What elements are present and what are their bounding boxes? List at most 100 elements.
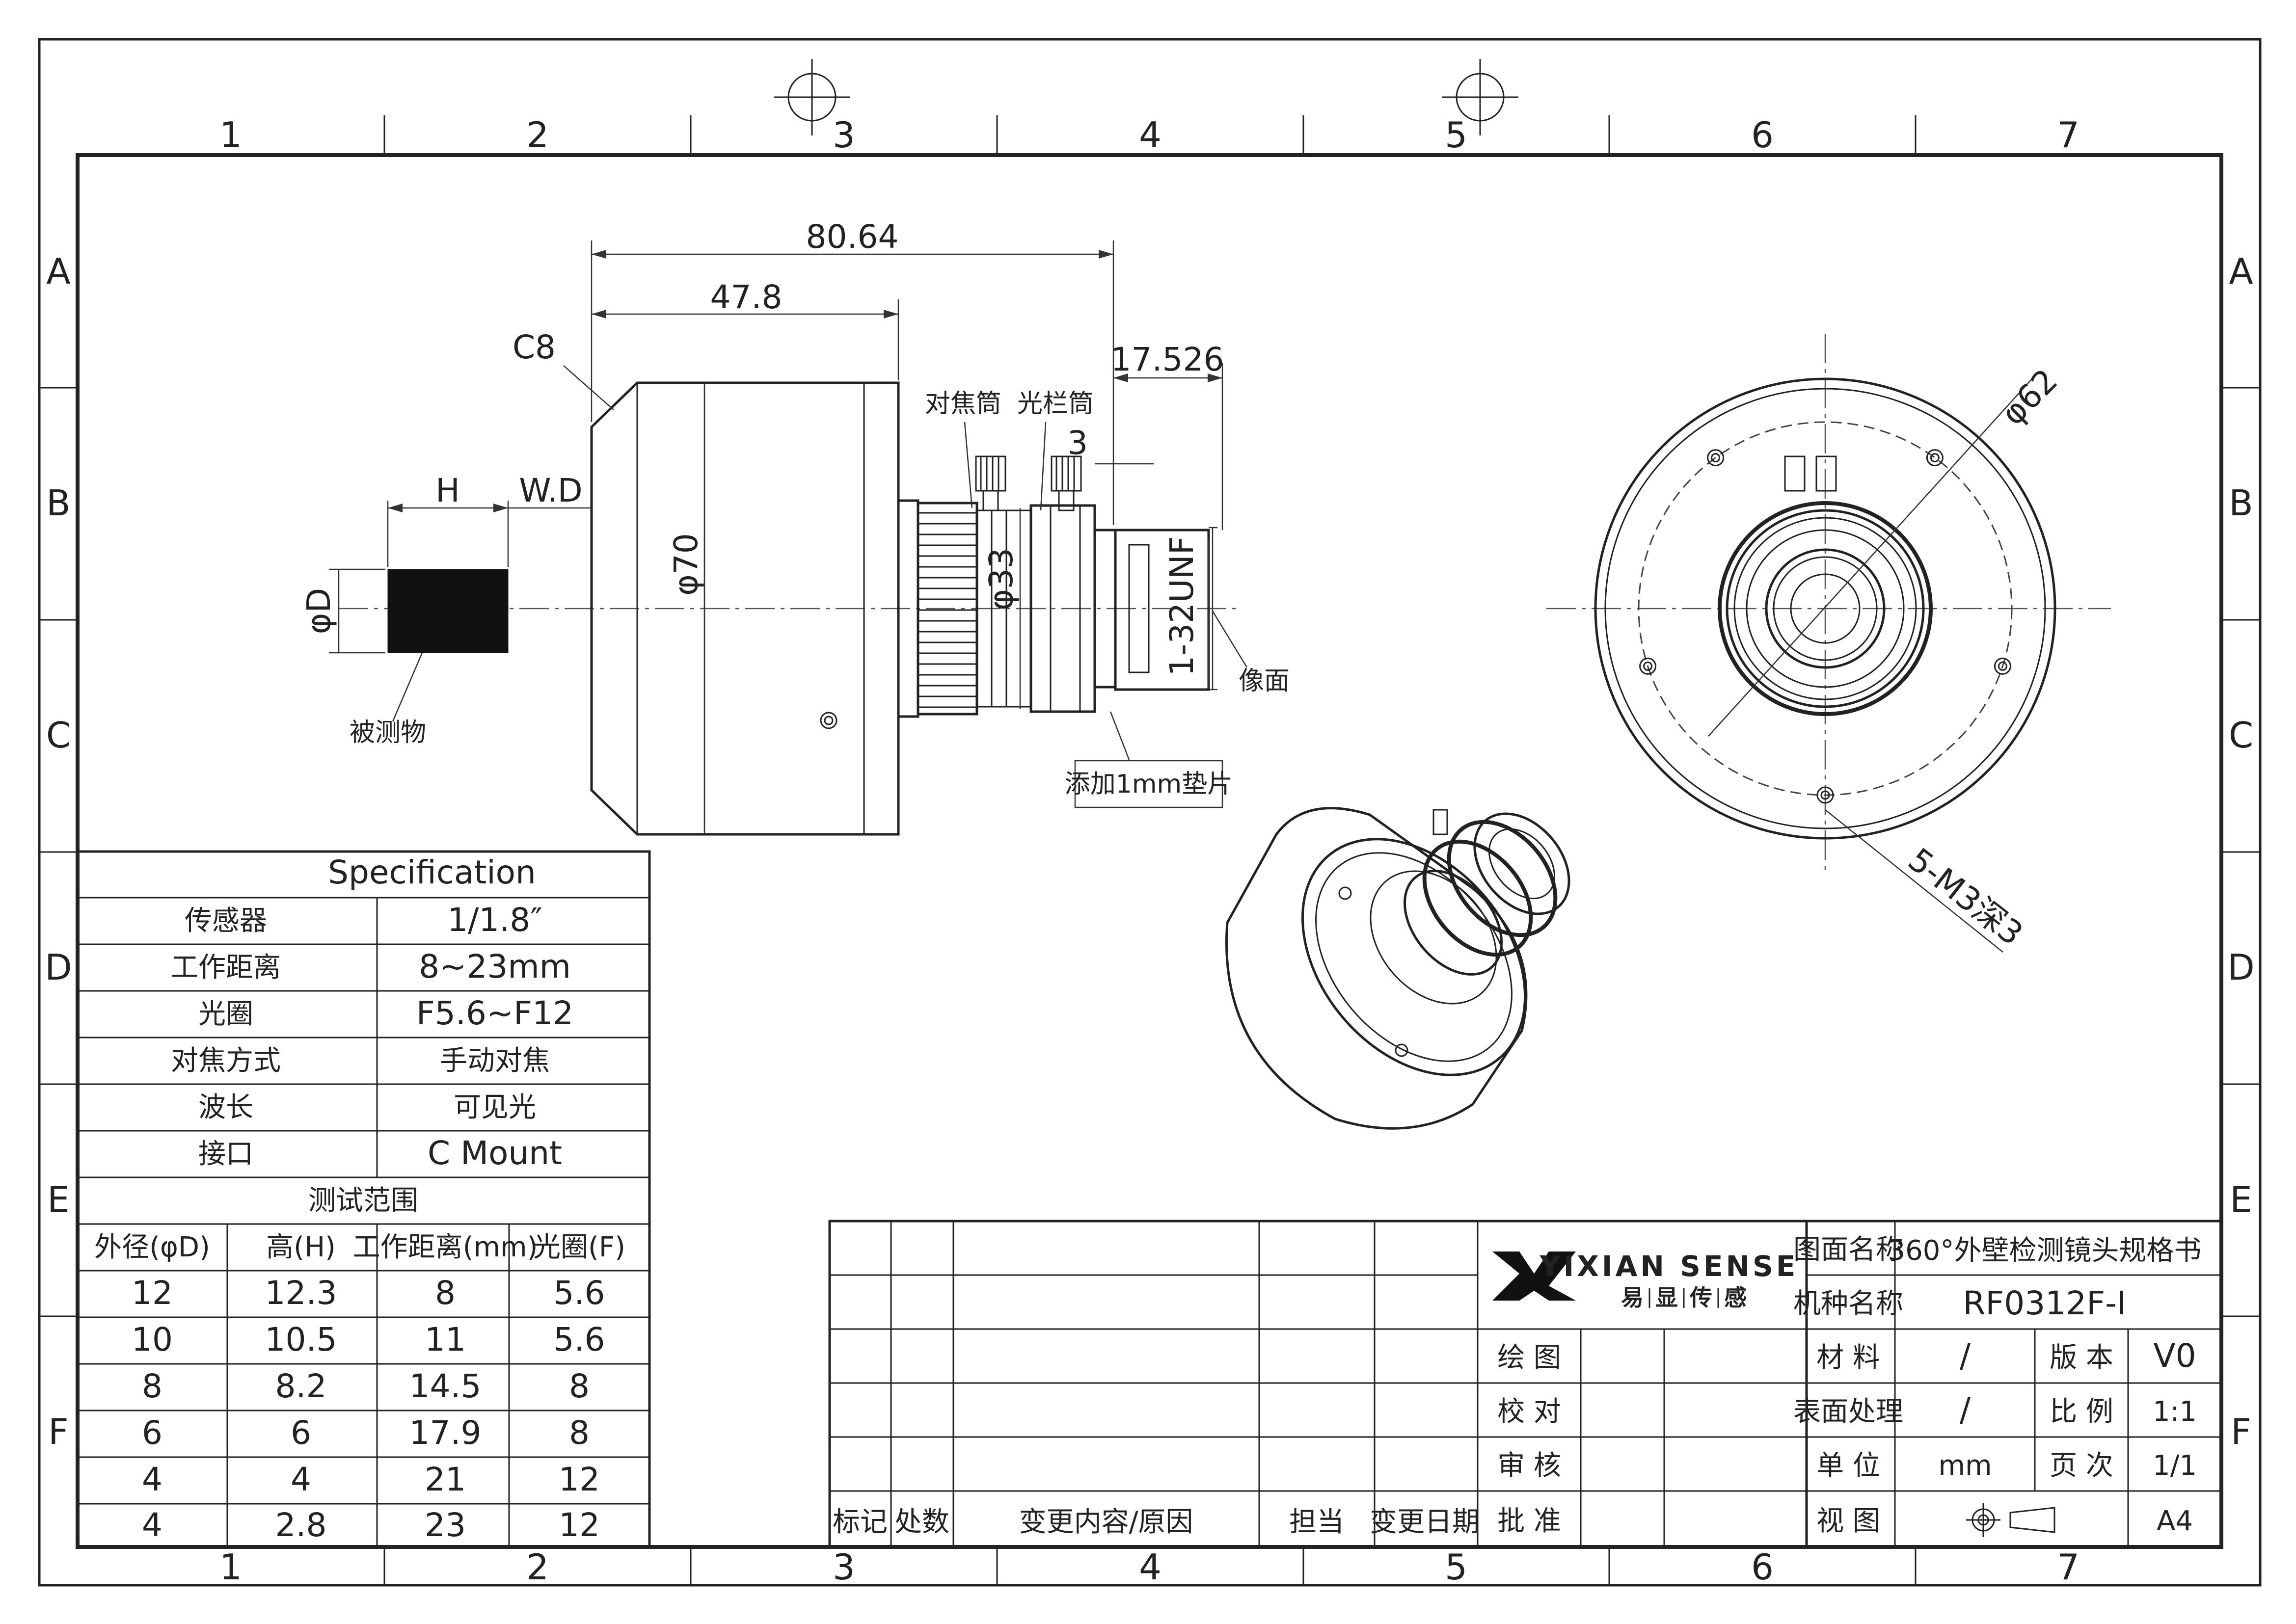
range-title: 测试范围 — [308, 1185, 418, 1217]
spec-key: 传感器 — [185, 905, 267, 937]
label-shim-note: 添加1mm垫片 — [1065, 770, 1233, 799]
dim-height: H — [435, 472, 460, 509]
lens-front-view: φ62 5-M3深3 — [1546, 334, 2111, 953]
range-cell: 12.3 — [265, 1274, 337, 1312]
side-view-labels: 对焦筒 光栏筒 像面 被测物 添加1mm垫片 — [350, 389, 1290, 808]
label-object: 被测物 — [350, 718, 426, 747]
grid-col-label: 1 — [219, 114, 242, 156]
model-name: RF0312F-I — [1963, 1284, 2126, 1322]
drawing-frame — [38, 38, 2262, 1587]
grid-row-label: E — [47, 1179, 70, 1220]
dim-front-diameter: φ62 — [1994, 362, 2065, 433]
projection-symbol-icon — [1966, 1503, 2055, 1537]
range-cell: 6 — [142, 1414, 162, 1452]
spec-key: 工作距离 — [171, 952, 281, 984]
drawing-name: 360°外壁检测镜头规格书 — [1888, 1235, 2202, 1267]
range-cell: 8 — [569, 1367, 590, 1405]
grid-col-label: 3 — [833, 1546, 855, 1588]
spec-value: 手动对焦 — [440, 1045, 550, 1077]
range-cell: 2.8 — [275, 1506, 327, 1544]
spec-value: 可见光 — [454, 1092, 536, 1123]
label-image-plane: 像面 — [1239, 666, 1290, 696]
grid-row-label: D — [2227, 947, 2254, 988]
company-name-cn: 传 — [1689, 1284, 1712, 1311]
paper-size: A4 — [2157, 1505, 2193, 1537]
range-cell: 8 — [569, 1414, 590, 1452]
version-label: 版 本 — [2050, 1342, 2113, 1374]
grid-col-label: 5 — [1445, 1546, 1467, 1588]
scale-value: 1:1 — [2153, 1396, 2197, 1428]
version-value: V0 — [2153, 1337, 2196, 1375]
grid-row-label: D — [45, 947, 72, 988]
mount-hole — [1707, 449, 1725, 467]
grid-row-label: F — [2231, 1411, 2251, 1452]
unit-value: mm — [1938, 1450, 1992, 1482]
spec-key: 光圈 — [198, 998, 253, 1030]
dim-lens-diameter: φ33 — [982, 548, 1020, 611]
lens-side-view — [339, 381, 1242, 836]
range-cell: 8 — [142, 1367, 162, 1405]
grid-col-label: 3 — [833, 114, 855, 156]
spec-key: 对焦方式 — [171, 1045, 281, 1077]
grid-column-labels-top: 1 2 3 4 5 6 7 — [219, 114, 2080, 156]
mount-hole — [1639, 657, 1657, 675]
centering-mark-left — [774, 59, 850, 135]
side-view-dimensions: 80.64 47.8 C8 17.526 3 φ70 φ33 1-32UNF H — [300, 218, 1224, 829]
dim-back-focal: 17.526 — [1111, 341, 1224, 378]
range-cell: 8 — [435, 1274, 456, 1312]
centering-mark-right — [1442, 59, 1518, 135]
range-cell: 23 — [425, 1506, 466, 1544]
grid-row-label: B — [2229, 482, 2253, 524]
range-cell: 4 — [142, 1461, 162, 1498]
spec-key: 波长 — [198, 1092, 253, 1123]
company-name-cn: 显 — [1655, 1284, 1678, 1311]
rev-header: 担当 — [1289, 1506, 1344, 1538]
range-header: 光圈(F) — [533, 1231, 625, 1263]
range-cell: 5.6 — [554, 1321, 605, 1358]
material-value: / — [1960, 1337, 1971, 1375]
grid-row-label: A — [2229, 251, 2253, 292]
range-cell: 12 — [132, 1274, 173, 1312]
grid-col-label: 5 — [1445, 114, 1467, 156]
grid-row-label: C — [46, 715, 71, 756]
mount-hole — [1926, 449, 1944, 467]
company-name-cn: 感 — [1724, 1284, 1747, 1311]
model-label: 机种名称 — [1793, 1288, 1903, 1320]
mount-hole — [1994, 657, 2011, 675]
sign-row-label: 绘 图 — [1497, 1342, 1561, 1374]
dim-body-length: 47.8 — [710, 278, 783, 316]
rev-header: 变更内容/原因 — [1019, 1506, 1193, 1538]
range-header: 工作距离(mm) — [353, 1231, 538, 1263]
grid-col-label: 4 — [1139, 114, 1162, 156]
company-name-cn: 易 — [1621, 1284, 1644, 1311]
company-logo-icon — [1492, 1251, 1576, 1301]
sign-row-label: 校 对 — [1497, 1396, 1561, 1428]
spec-value: F5.6~F12 — [416, 994, 573, 1032]
grid-row-label: A — [46, 251, 70, 292]
surface-label: 表面处理 — [1793, 1396, 1903, 1428]
surface-value: / — [1960, 1391, 1971, 1429]
range-cell: 12 — [559, 1506, 600, 1544]
material-label: 材 料 — [1816, 1342, 1880, 1374]
label-iris-tube: 光栏筒 — [1017, 389, 1094, 419]
dim-object-diameter: φD — [300, 588, 338, 634]
range-cell: 4 — [291, 1461, 311, 1498]
view-label: 视 图 — [1816, 1505, 1880, 1537]
range-cell: 11 — [425, 1321, 466, 1358]
spec-value: 1/1.8″ — [447, 901, 542, 939]
measured-object — [387, 569, 509, 653]
range-cell: 21 — [425, 1461, 466, 1498]
drawing-name-label: 图面名称 — [1793, 1234, 1903, 1266]
rev-header: 处数 — [894, 1506, 949, 1538]
rev-header: 变更日期 — [1370, 1506, 1480, 1538]
label-focus-tube: 对焦筒 — [925, 389, 1001, 419]
range-cell: 6 — [291, 1414, 311, 1452]
grid-row-label: F — [48, 1411, 68, 1452]
unit-label: 单 位 — [1816, 1450, 1880, 1482]
grid-col-label: 6 — [1751, 1546, 1774, 1588]
dim-mount-holes: 5-M3深3 — [1901, 841, 2030, 953]
spec-title: Specification — [328, 853, 536, 891]
range-header: 外径(φD) — [94, 1231, 210, 1263]
